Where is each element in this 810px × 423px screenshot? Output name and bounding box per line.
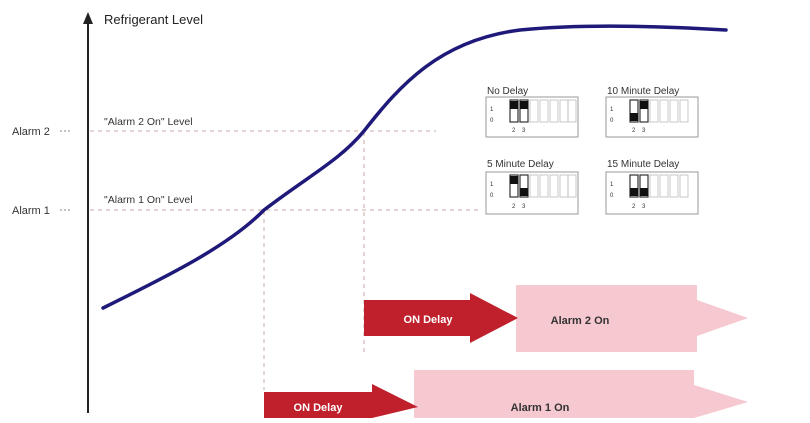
dip-side-mark: 0 <box>610 193 614 199</box>
alarm1-on-label: Alarm 1 On <box>511 402 570 414</box>
y-axis-arrowhead <box>83 12 93 24</box>
dip-number: 2 <box>512 204 516 210</box>
alarm1-tick-label: Alarm 1 <box>12 205 50 217</box>
dip-panel-no-delay: No Delay 1 0 2 3 <box>485 86 579 138</box>
dip-knob <box>630 188 638 196</box>
dip-knob <box>640 101 648 109</box>
dip-number: 3 <box>522 204 526 210</box>
dip-label: 15 Minute Delay <box>607 159 679 170</box>
dip-panel-10-minute-delay: 10 Minute Delay 1 0 2 3 <box>605 86 699 138</box>
dip-knob <box>520 101 528 109</box>
dip-label: No Delay <box>487 86 528 97</box>
dip-knob <box>630 113 638 121</box>
alarm2-delay-arrow <box>364 293 518 343</box>
alarm2-on-arrow <box>516 285 748 352</box>
dip-side-mark: 1 <box>610 107 614 113</box>
alarm2-delay-label: ON Delay <box>404 314 454 326</box>
alarm1-on-arrow <box>414 370 748 418</box>
dip-knob <box>640 188 648 196</box>
y-axis-label: Refrigerant Level <box>104 12 203 27</box>
dip-label: 5 Minute Delay <box>487 159 554 170</box>
dip-knob <box>510 101 518 109</box>
alarm1-delay-arrow <box>264 384 418 418</box>
dip-number: 2 <box>512 128 516 134</box>
dip-side-mark: 1 <box>610 182 614 188</box>
refrigerant-curve <box>101 24 728 310</box>
dip-side-mark: 1 <box>490 107 494 113</box>
dip-panel-15-minute-delay: 15 Minute Delay 1 0 2 3 <box>605 159 699 215</box>
dip-number: 2 <box>632 128 636 134</box>
dip-side-mark: 0 <box>610 118 614 124</box>
dip-side-mark: 0 <box>490 118 494 124</box>
dip-label: 10 Minute Delay <box>607 86 679 97</box>
dip-number: 3 <box>522 128 526 134</box>
dip-panel-5-minute-delay: 5 Minute Delay 1 0 2 3 <box>485 159 579 215</box>
dip-side-mark: 1 <box>490 182 494 188</box>
alarm1-delay-label: ON Delay <box>294 402 344 414</box>
alarm2-tick-label: Alarm 2 <box>12 126 50 138</box>
dip-knob <box>510 176 518 184</box>
dip-number: 2 <box>632 204 636 210</box>
alarm2-on-label: Alarm 2 On <box>551 315 610 327</box>
dip-number: 3 <box>642 204 646 210</box>
alarm2-level-label: "Alarm 2 On" Level <box>104 116 193 128</box>
dip-number: 3 <box>642 128 646 134</box>
alarm1-level-label: "Alarm 1 On" Level <box>104 194 193 206</box>
dip-side-mark: 0 <box>490 193 494 199</box>
dip-knob <box>520 188 528 196</box>
